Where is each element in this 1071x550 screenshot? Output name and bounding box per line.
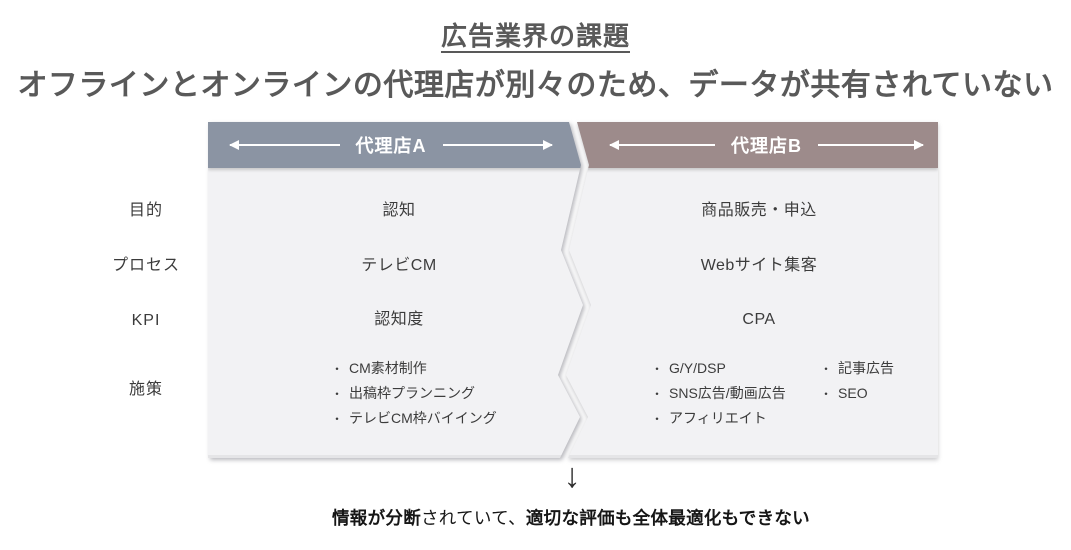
measure-label: テレビCM枠バイイング bbox=[349, 410, 497, 426]
left-arrow-icon bbox=[609, 140, 715, 150]
conclusion-text: 情報が分断されていて、適切な評価も全体最適化もできない bbox=[206, 505, 936, 530]
list-item: ・ CM素材制作 bbox=[331, 356, 497, 381]
list-item: ・出稿枠プランニング bbox=[331, 381, 497, 406]
measure-label: G/Y/DSP bbox=[669, 360, 726, 376]
measure-label: 出稿枠プランニング bbox=[349, 385, 476, 401]
row-label-purpose: 目的 bbox=[128, 202, 163, 219]
agency-a-measures-list: ・CM素材制作 ・出稿枠プランニング ・テレビCM枠バイイング bbox=[331, 356, 497, 431]
measure-label: CM素材制作 bbox=[349, 360, 427, 376]
list-item: ・ G/Y/DSP bbox=[651, 356, 786, 381]
agency-b-header: 代理店B bbox=[566, 122, 938, 168]
row-label-measures: 施策 bbox=[128, 381, 163, 398]
agency-a-purpose: 認知 bbox=[382, 202, 416, 219]
agency-a-kpi: 認知度 bbox=[374, 311, 424, 328]
agency-b-measures-col2: ・記事広告 ・ SEO bbox=[820, 356, 894, 406]
agency-b-purpose: 商品販売・申込 bbox=[701, 202, 817, 219]
row-label-kpi: KPI bbox=[131, 312, 161, 329]
agency-b-measures-col1: ・G/Y/DSP ・SNS広告/動画広告 ・アフィリエイト bbox=[651, 356, 786, 431]
bullet-icon: ・ bbox=[820, 362, 833, 376]
agency-a-panel: 代理店A 認知 テレビCM 認知度 ・CM素材制作 ・出稿枠プランニング ・テレ… bbox=[208, 122, 590, 458]
list-item: ・ SNS広告/動画広告 bbox=[651, 381, 786, 406]
agency-a-header: 代理店A bbox=[208, 122, 583, 168]
bullet-icon: ・ bbox=[331, 412, 344, 426]
agency-a-process: テレビCM bbox=[361, 257, 437, 274]
list-item: ・ SEO bbox=[820, 381, 894, 406]
conclusion-bold-2: 適切な評価も全体最適化もできない bbox=[525, 508, 810, 528]
measure-label: SEO bbox=[838, 385, 868, 401]
list-item: ・記事広告 bbox=[820, 356, 894, 381]
measure-label: 記事広告 bbox=[838, 360, 895, 376]
left-arrow-icon bbox=[229, 140, 340, 150]
agency-b-body: 商品販売・申込 Webサイト集客 CPA ・ G/Y/DSP ・ SNS広告/動画広… bbox=[566, 168, 938, 458]
bullet-icon: ・ bbox=[651, 362, 664, 376]
bullet-icon: ・ bbox=[820, 387, 833, 401]
bullet-icon: ・ bbox=[651, 412, 664, 426]
page-subtitle: オフラインとオンラインの代理店が別々のため、データが共有されていない bbox=[17, 69, 1054, 102]
agency-b-process: Webサイト集客 bbox=[700, 257, 818, 274]
agency-b-name: 代理店B bbox=[731, 136, 802, 156]
list-item: ・テレビCM枠バイイング bbox=[331, 406, 497, 431]
right-arrow-icon bbox=[818, 140, 924, 150]
agency-a-body: 認知 テレビCM 認知度 ・CM素材制作 ・出稿枠プランニング ・テレビCM枠バ… bbox=[208, 168, 583, 458]
list-item: ・アフィリエイト bbox=[651, 406, 786, 431]
conclusion-bold-1: 情報が分断 bbox=[332, 508, 421, 528]
conclusion-normal-1: されていて、 bbox=[421, 508, 526, 528]
measure-label: SNS広告/動画広告 bbox=[669, 385, 786, 401]
bullet-icon: ・ bbox=[651, 387, 664, 401]
bullet-icon: ・ bbox=[331, 362, 344, 376]
down-arrow-icon: ↓ bbox=[563, 457, 581, 495]
agency-b-panel: 代理店B 商品販売・申込 Webサイト集客 CPA ・ G/Y/DSP ・ SNS広… bbox=[560, 122, 938, 458]
agency-b-kpi: CPA bbox=[742, 311, 776, 328]
agency-a-name: 代理店A bbox=[355, 136, 427, 156]
right-arrow-icon bbox=[442, 140, 553, 150]
bullet-icon: ・ bbox=[331, 387, 344, 401]
row-label-process: プロセス bbox=[111, 257, 180, 274]
measure-label: アフィリエイト bbox=[669, 410, 767, 426]
page-title: 広告業界の課題 bbox=[440, 21, 630, 51]
